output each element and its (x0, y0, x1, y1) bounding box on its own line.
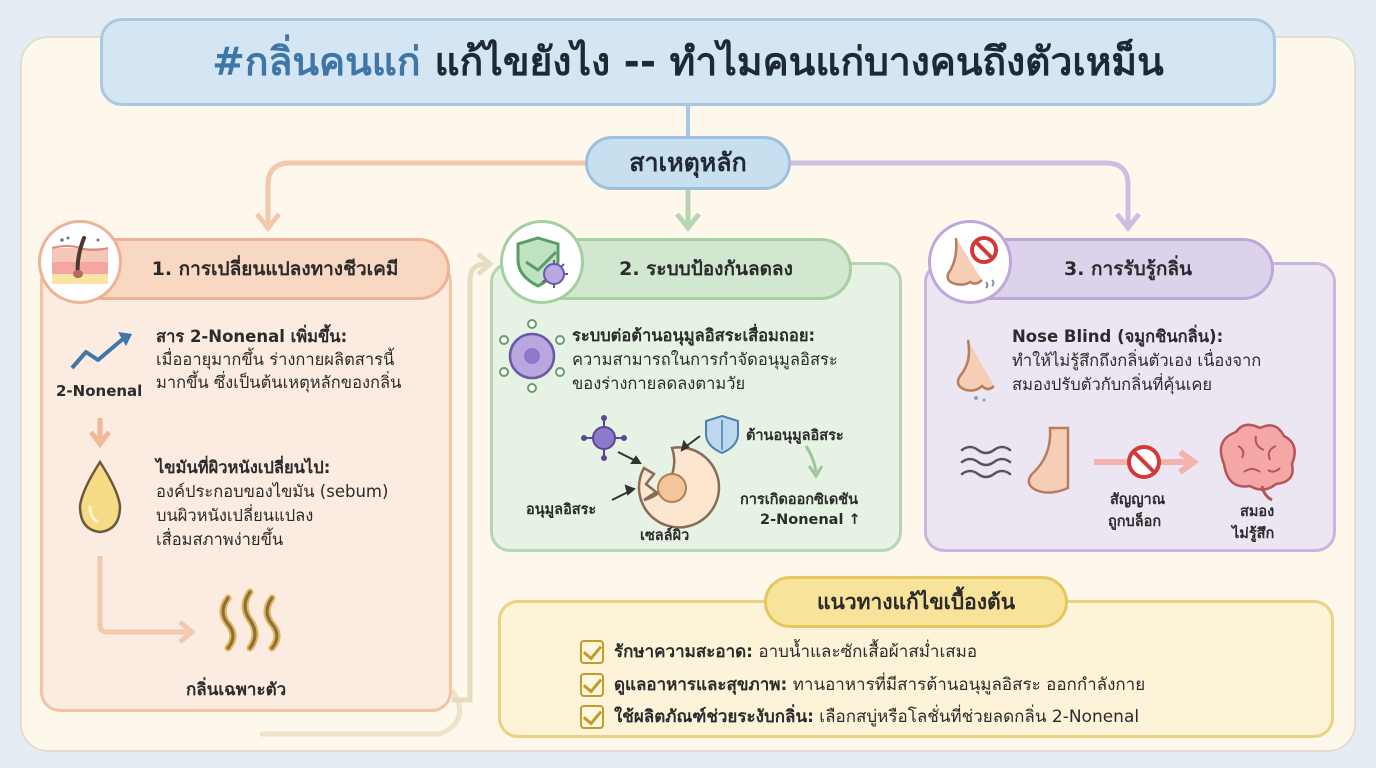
antioxidant-label: ต้านอนุมูลอิสระ (746, 428, 844, 444)
solution-item-title: ดูแลอาหารและสุขภาพ: (614, 675, 788, 695)
cause1-item2-heading: ไขมันที่ผิวหนังเปลี่ยนไป: (156, 458, 331, 477)
cause1-item2-line: เสื่อมสภาพง่ายขึ้น (156, 530, 284, 549)
curve-arrow-icon (804, 445, 824, 479)
solution-item-title: รักษาความสะอาด: (614, 642, 753, 662)
cause1-item2-line: องค์ประกอบของไขมัน (sebum) (156, 482, 389, 501)
cause1-item1-heading: สาร 2-Nonenal เพิ่มขึ้น: (156, 327, 348, 346)
cause-panel-perception (924, 262, 1336, 552)
cause1-item1-line: เมื่ออายุมากขึ้น ร่างกายผลิตสารนี้ (156, 350, 395, 369)
skin-cell-label: เซลล์ผิว (640, 528, 690, 544)
free-radical-label: อนุมูลอิสระ (526, 502, 597, 518)
brain-icon (1219, 423, 1296, 502)
solution-item: ใช้ผลิตภัณฑ์ช่วยระงับกลิ่น: เลือกสบู่หรื… (580, 703, 1139, 730)
brain-label: สมอง (1240, 504, 1275, 520)
main-cause-label: สาเหตุหลัก (585, 136, 791, 190)
nose-icon (956, 339, 995, 402)
check-icon (580, 639, 604, 664)
page-title: #กลิ่นคนแก่ แก้ไขยังไง -- ทำไมคนแก่บางคน… (100, 18, 1276, 106)
cause1-header: 1. การเปลี่ยนแปลงทางชีวเคมี (70, 238, 450, 300)
cause2-heading: ระบบต่อต้านอนุมูลอิสระเสื่อมถอย: (572, 326, 816, 345)
cause2-line: ของร่างกายลดลงตามวัย (572, 374, 746, 393)
cause3-heading: Nose Blind (จมูกชินกลิ่น): (1012, 327, 1224, 346)
signal-label: สัญญาณ (1110, 492, 1166, 508)
check-icon (580, 672, 604, 697)
trend-up-icon (70, 332, 132, 370)
nose-blocked-icon (928, 220, 1012, 304)
odor-wave-icon (219, 588, 281, 652)
side-nose-icon (1027, 426, 1070, 494)
signal-label: ถูกบล็อก (1108, 514, 1162, 530)
check-icon (580, 704, 604, 729)
solution-item-text: อาบน้ำและซักเสื้อผ้าสม่ำเสมอ (758, 642, 978, 662)
shield-virus-icon (500, 220, 584, 304)
blocked-sign-icon (1127, 445, 1161, 479)
oxidation-label: การเกิดออกซิเดชัน (740, 492, 859, 508)
title-hashtag: #กลิ่นคนแก่ (212, 40, 421, 85)
free-radical-icon (499, 319, 565, 393)
title-text: แก้ไขยังไง -- ทำไมคนแก่บางคนถึงตัวเหม็น (434, 40, 1164, 85)
cause3-line: ทำให้ไม่รู้สึกถึงกลิ่นตัวเอง เนื่องจาก (1012, 351, 1262, 370)
skin-cell-icon (637, 446, 721, 529)
cause1-item1-line: มากขึ้น ซึ่งเป็นต้นเหตุหลักของกลิ่น (156, 373, 402, 392)
solution-item-title: ใช้ผลิตภัณฑ์ช่วยระงับกลิ่น: (614, 707, 814, 727)
solution-item: รักษาความสะอาด: อาบน้ำและซักเสื้อผ้าสม่ำ… (580, 638, 977, 665)
flow-arrow-icon (97, 556, 196, 644)
oil-drop-icon (78, 459, 122, 534)
cause1-item2-line: บนผิวหนังเปลี่ยนแปลง (156, 506, 314, 525)
small-shield-icon (705, 414, 739, 455)
pointer-arrows (611, 435, 701, 501)
brain-label: ไม่รู้สึก (1232, 526, 1275, 542)
solution-item-text: ทานอาหารที่มีสารต้านอนุมูลอิสระ ออกกำลัง… (792, 675, 1146, 695)
air-wave-icon (960, 445, 1012, 479)
nonenal-icon-label: 2-Nonenal (56, 382, 143, 400)
oxidation-label: 2-Nonenal ↑ (760, 512, 861, 528)
small-free-radical-icon (581, 415, 627, 461)
skin-hair-icon (38, 220, 122, 304)
cause3-line: สมองปรับตัวกับกลิ่นที่คุ้นเคย (1012, 375, 1213, 394)
solutions-header: แนวทางแก้ไขเบื้องต้น (764, 576, 1068, 628)
solution-item-text: เลือกสบู่หรือโลชั่นที่ช่วยลดกลิ่น 2-None… (819, 707, 1140, 727)
cause1-result-label: กลิ่นเฉพาะตัว (186, 680, 287, 700)
cause2-line: ความสามารถในการกำจัดอนุมูลอิสระ (572, 350, 838, 369)
solution-item: ดูแลอาหารและสุขภาพ: ทานอาหารที่มีสารต้าน… (580, 671, 1145, 698)
down-arrow-icon (89, 418, 111, 449)
